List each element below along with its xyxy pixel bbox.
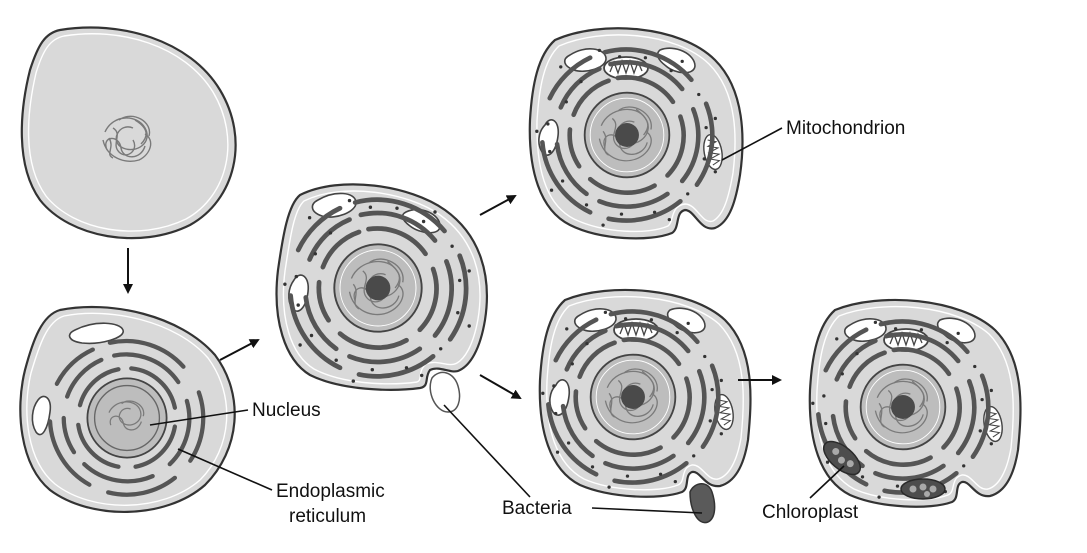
vacuole	[31, 395, 52, 436]
er-label-line1: Endoplasmic	[276, 481, 385, 502]
arrow-up-right	[479, 195, 517, 216]
er-label-line2: reticulum	[289, 506, 366, 527]
bacteria-leader-2	[591, 507, 703, 514]
cell-6-with-chloroplasts	[808, 298, 1022, 508]
cell-1-ancestral	[20, 26, 237, 240]
bacteria-label: Bacteria	[502, 498, 572, 519]
vacuole	[68, 322, 124, 345]
chloroplast	[900, 478, 946, 500]
dna-tangle	[102, 115, 152, 162]
photosynthetic-bacterium	[689, 483, 716, 524]
nucleus	[86, 377, 168, 459]
mitochondrion-label: Mitochondrion	[786, 118, 905, 139]
nucleus-leader	[149, 409, 249, 426]
arrow-down-right	[479, 374, 522, 399]
cell-4-with-mitochondria	[528, 27, 744, 240]
arrow-right-1	[219, 339, 260, 361]
endoplasmic-reticulum	[47, 338, 206, 497]
nucleus-label: Nucleus	[252, 400, 321, 421]
vacuole	[311, 192, 357, 218]
cell-3-engulfing	[275, 183, 488, 413]
bacteria-leader-1	[443, 404, 531, 498]
chloroplast-label: Chloroplast	[762, 502, 859, 523]
engulfed-bacterium	[429, 371, 461, 413]
cell-2-with-er	[19, 305, 236, 513]
er-leader	[177, 448, 273, 491]
chloroplast	[822, 440, 862, 476]
chloroplast-leader	[809, 465, 845, 499]
cell-5-engulfing-cyanobacterium	[538, 288, 752, 524]
mitochondrion-leader	[721, 127, 783, 161]
